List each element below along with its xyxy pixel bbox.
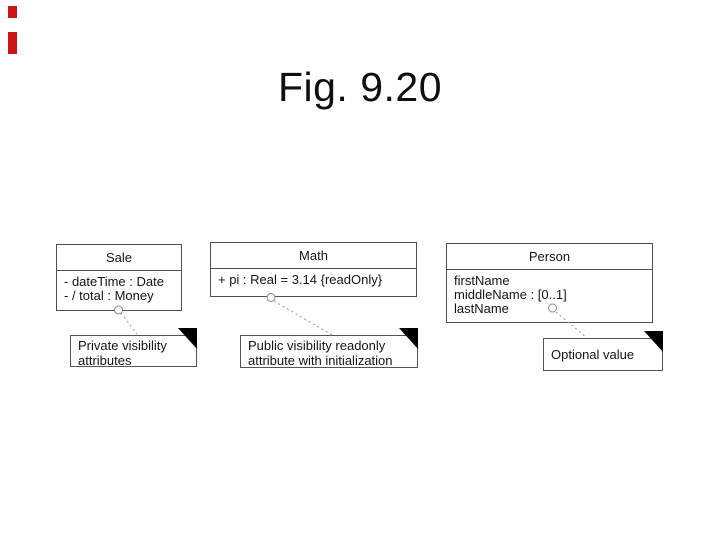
attribute-line: firstName: [454, 273, 510, 288]
class-attributes-sale: - dateTime : Date - / total : Money: [57, 271, 181, 303]
class-attributes-math: + pi : Real = 3.14 {readOnly}: [211, 269, 416, 287]
attribute-line: - / total : Money: [64, 288, 154, 303]
class-title-sale: Sale: [57, 245, 181, 271]
class-title-math: Math: [211, 243, 416, 269]
note-line: Optional value: [551, 347, 635, 362]
note-line: Public visibility readonly: [248, 338, 386, 353]
note-line: attributes: [78, 352, 132, 368]
attribute-line: + pi : Real = 3.14 {readOnly}: [218, 272, 383, 287]
dashed-connector-sale: [120, 312, 138, 335]
figure-title: Fig. 9.20: [277, 64, 443, 110]
class-box-person: Person firstName middleName : [0..1] las…: [446, 243, 653, 323]
attribute-line: lastName: [454, 301, 509, 316]
note-line: attribute with initialization: [248, 352, 393, 368]
class-attributes-person: firstName middleName : [0..1] lastName: [447, 270, 652, 316]
class-box-math: Math + pi : Real = 3.14 {readOnly}: [210, 242, 417, 297]
uml-note-public-visibility: Public visibility readonly attribute wit…: [240, 328, 418, 368]
class-title-person: Person: [447, 244, 652, 270]
attribute-line: - dateTime : Date: [64, 274, 164, 289]
uml-note-optional-value: Optional value: [543, 331, 663, 371]
dashed-connector-math: [273, 300, 333, 336]
attribute-line: middleName : [0..1]: [454, 287, 567, 302]
class-box-sale: Sale - dateTime : Date - / total : Money: [56, 244, 182, 311]
slide-accent-mark-bottom: [8, 32, 17, 54]
slide-accent-mark-top: [8, 6, 17, 18]
uml-note-private-visibility: Private visibility attributes: [70, 328, 197, 368]
note-line: Private visibility: [78, 338, 167, 353]
